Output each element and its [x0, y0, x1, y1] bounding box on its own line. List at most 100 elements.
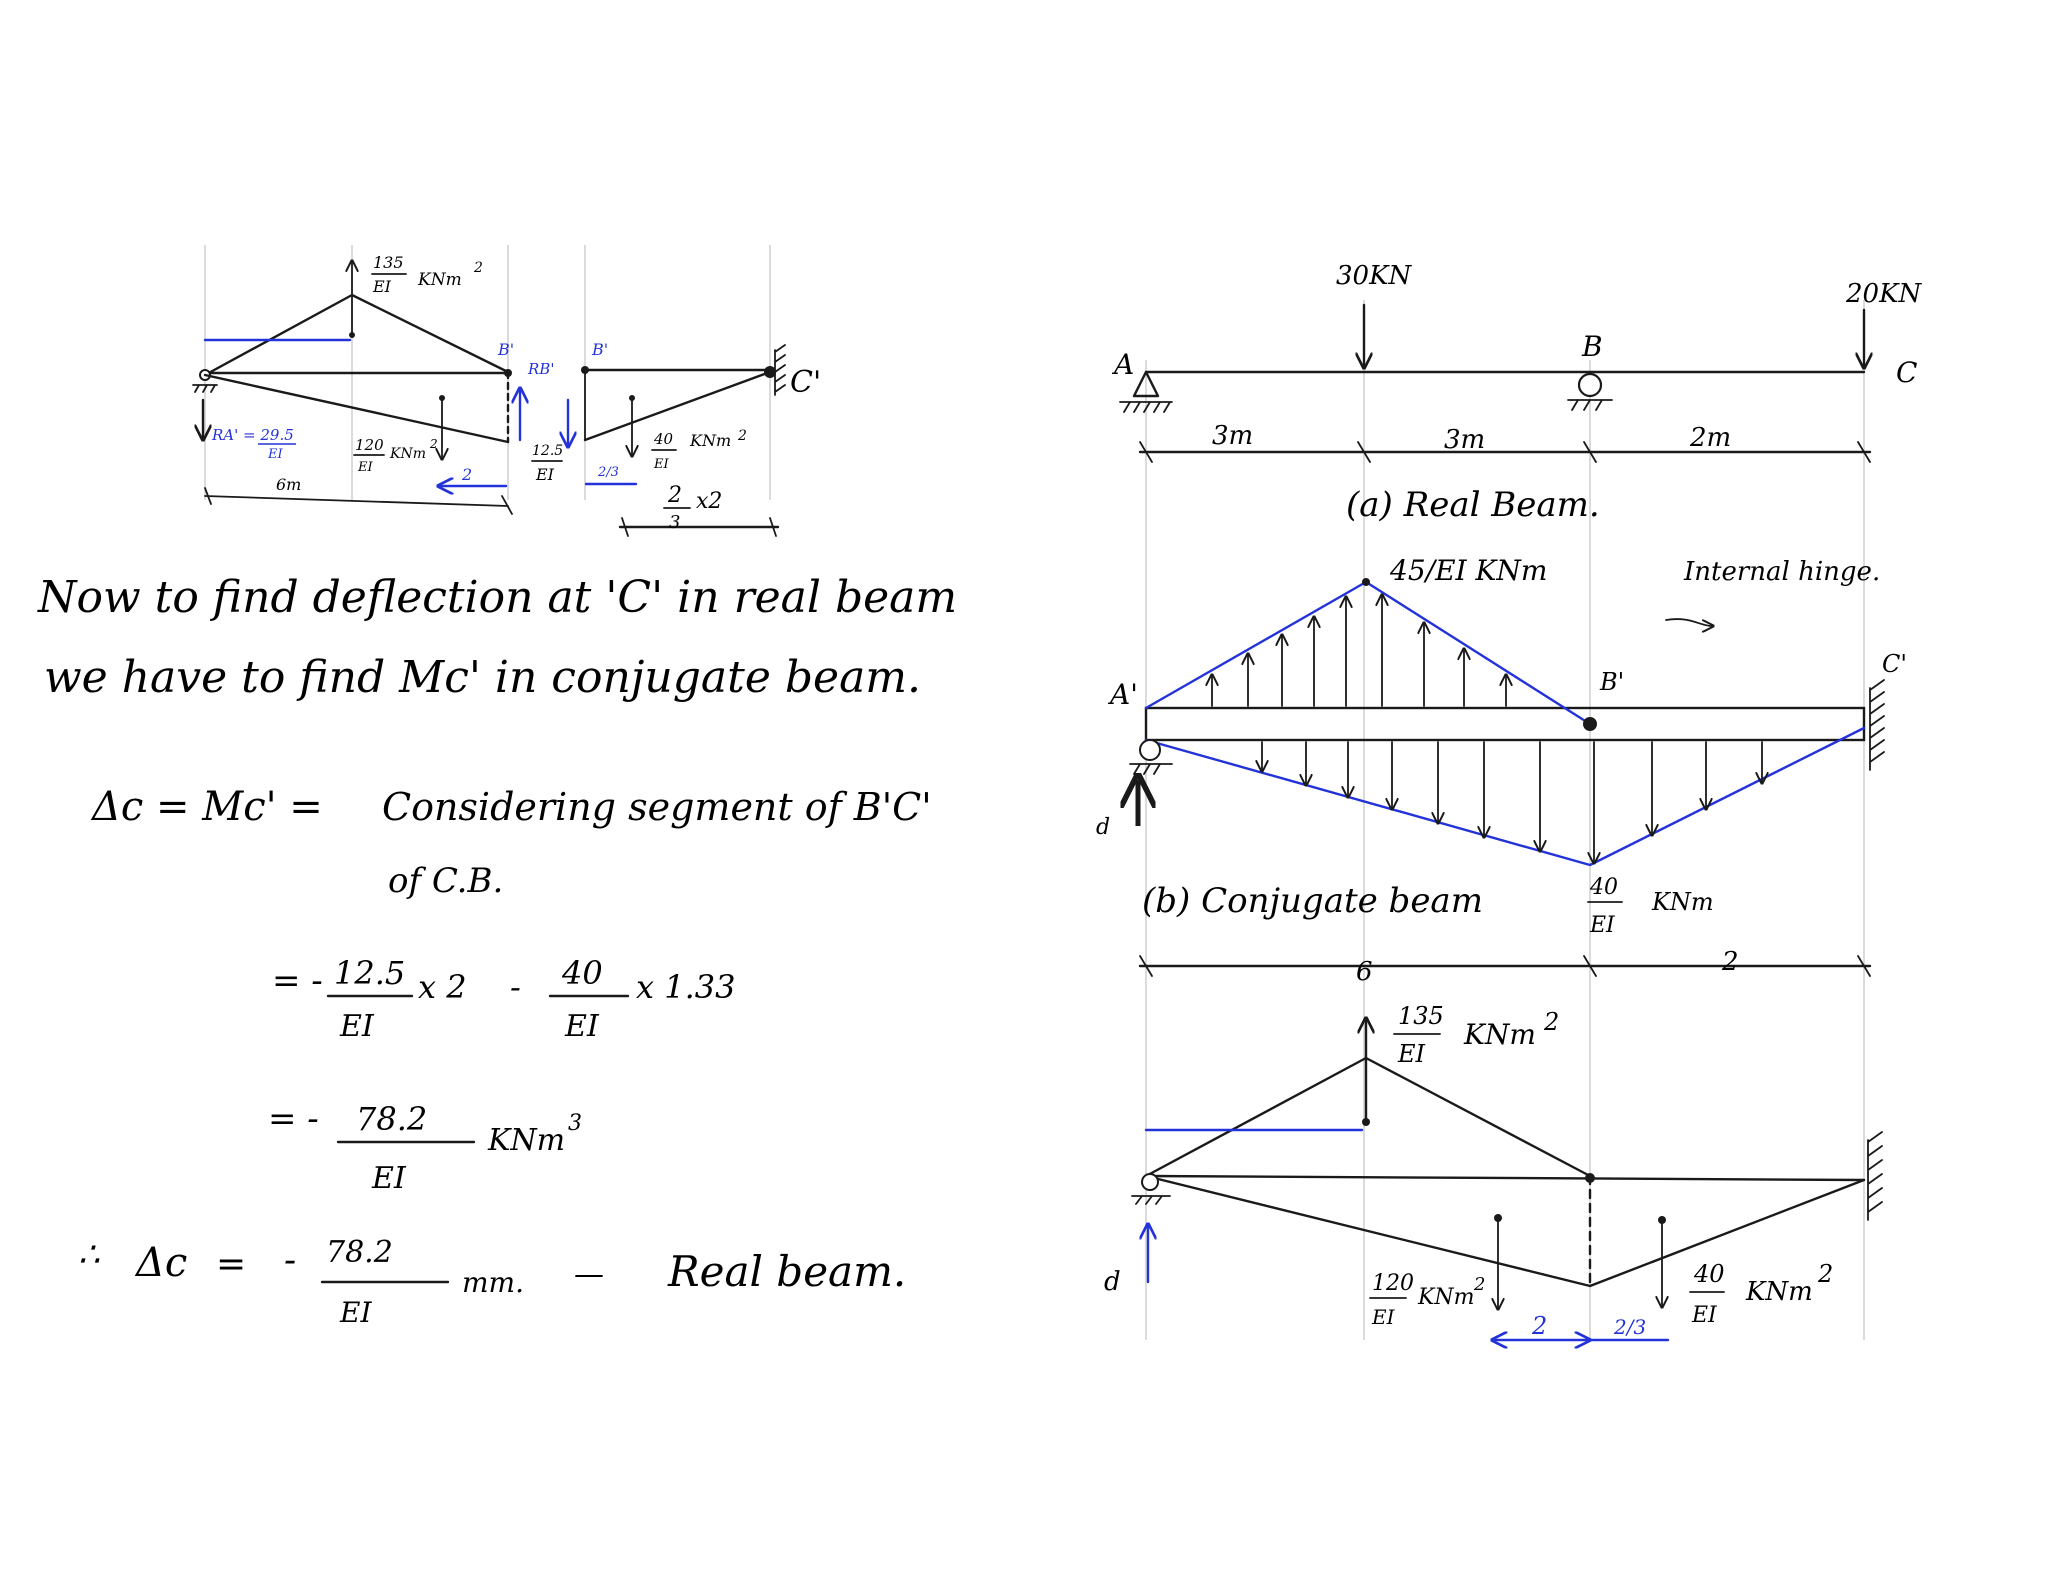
- conj-ground-a: [1129, 763, 1173, 775]
- notes-eq1-minus: -: [510, 968, 521, 1006]
- notes-eq2-den: EI: [371, 1161, 407, 1196]
- conj-label-a: A': [1107, 678, 1138, 711]
- small-dim-frac-num: 2: [667, 483, 682, 508]
- resultant-top-den: EI: [1397, 1040, 1426, 1068]
- resultant-top-exp: 2: [1543, 1008, 1559, 1036]
- resultant-top-num: 135: [1398, 1002, 1444, 1030]
- span-2: 3m: [1444, 425, 1485, 455]
- notes-eq1-den1: EI: [339, 1009, 375, 1044]
- notes-eq2-exp: 3: [568, 1111, 582, 1136]
- resultant-support-a: [1141, 1173, 1159, 1191]
- small-centroid-dot: [349, 332, 355, 338]
- hinge-note: Internal hinge.: [1683, 557, 1880, 587]
- real-beam-caption: (a) Real Beam.: [1346, 485, 1600, 525]
- conj-dim-2: 2: [1721, 947, 1739, 977]
- resultant-right-den: EI: [1691, 1303, 1718, 1328]
- small-load-right-exp: 2: [737, 428, 747, 444]
- notes-eq1-mult2: x 1.33: [636, 968, 735, 1006]
- low-load-den: EI: [1589, 913, 1616, 938]
- small-load-top-num: 135: [373, 253, 404, 272]
- small-load-top-unit: KNm: [417, 270, 462, 290]
- small-dim-times: x2: [696, 489, 722, 514]
- resultant-left-exp: 2: [1473, 1274, 1485, 1295]
- load-label-30kn: 30KN: [1336, 261, 1413, 291]
- notes-eq2-prefix: = -: [268, 1099, 319, 1139]
- conj-label-b: B': [1599, 668, 1624, 696]
- hinge-pointer: [1665, 618, 1712, 626]
- real-beam: 30KN 20KN A B C 3m 3m 2m (a) Real Beam.: [1111, 261, 1923, 525]
- negative-load-arrows: [1262, 741, 1762, 862]
- notes-final-lhs: Δc: [134, 1240, 187, 1286]
- roller-support-b: [1577, 372, 1603, 398]
- small-dim-2: 2: [461, 465, 472, 484]
- internal-hinge-dot: [1583, 717, 1597, 731]
- notes-final-dash: —: [574, 1257, 604, 1292]
- small-fixed-c: [764, 366, 776, 378]
- small-load-left-unit: KNm: [389, 446, 426, 462]
- positive-load-arrows: [1212, 596, 1506, 707]
- real-label-b: B: [1581, 330, 1603, 363]
- ground-b: [1567, 399, 1613, 411]
- span-3: 2m: [1689, 423, 1731, 453]
- small-right-negative-line: [583, 370, 772, 442]
- notes-final-minus: -: [284, 1240, 296, 1281]
- resultant-load-sketch: d 135 EI KNm 2 120 EI KNm 2 40 EI KNm 2 …: [1104, 1002, 1883, 1340]
- small-dim-23: 2/3: [597, 465, 619, 480]
- conj-label-c: C': [1882, 650, 1907, 678]
- small-load-left-den: EI: [357, 460, 373, 475]
- low-load-num: 40: [1589, 875, 1618, 900]
- resultant-beam-line: [1144, 1174, 1866, 1182]
- small-load-b-num: 12.5: [532, 443, 563, 459]
- notes-eq2-unit: KNm: [487, 1123, 565, 1158]
- small-wall-c: [774, 344, 786, 396]
- small-label-b2: B': [591, 340, 608, 359]
- small-positive-triangle: [203, 293, 510, 377]
- notes-final-den: EI: [339, 1296, 372, 1329]
- small-load-left-exp: 2: [429, 437, 438, 451]
- notes-line-1: Now to find deflection at 'C' in real be…: [37, 572, 957, 623]
- real-label-c: C: [1896, 356, 1917, 389]
- small-label-c: C': [790, 365, 821, 400]
- notes-eq-text2: of C.B.: [388, 861, 503, 901]
- notes-final-num: 78.2: [326, 1235, 393, 1270]
- conjugate-beam-caption: (b) Conjugate beam: [1142, 881, 1483, 921]
- notes-eq1-num2: 40: [561, 954, 603, 992]
- small-load-right-num: 40: [653, 430, 674, 448]
- real-label-a: A: [1111, 348, 1134, 381]
- resultant-label-d: d: [1104, 1267, 1121, 1297]
- conjugate-beam-body: [1144, 706, 1866, 742]
- notes-eq2-num: 78.2: [356, 1100, 427, 1138]
- notes-eq-text: Considering segment of B'C': [382, 785, 932, 829]
- small-load-b-den: EI: [535, 465, 555, 484]
- span-1: 3m: [1212, 421, 1253, 451]
- load-label-20kn: 20KN: [1845, 279, 1923, 309]
- handwritten-notes: Now to find deflection at 'C' in real be…: [37, 572, 957, 1329]
- ground-a: [1119, 401, 1173, 413]
- conj-support-a: [1139, 739, 1161, 761]
- conj-dim-6: 6: [1356, 957, 1373, 987]
- notes-eq1-prefix: = -: [272, 961, 323, 1001]
- pin-support-a: [1132, 370, 1160, 398]
- resultant-dim-23: 2/3: [1613, 1315, 1646, 1339]
- small-load-right-unit: KNm: [689, 431, 731, 450]
- small-dim-6m-line: [204, 495, 509, 507]
- conj-label-d: d: [1096, 815, 1110, 840]
- notes-final-eq: =: [216, 1244, 246, 1285]
- resultant-right-exp: 2: [1817, 1260, 1833, 1288]
- small-load-right-den: EI: [653, 457, 669, 472]
- small-negative-line: [203, 373, 510, 444]
- small-ground-a: [192, 384, 218, 393]
- small-load-left-num: 120: [355, 436, 384, 454]
- small-reaction-b-label: RB': [527, 360, 554, 378]
- resultant-left-num: 120: [1372, 1271, 1414, 1296]
- small-dim-6m: 6m: [276, 475, 301, 494]
- resultant-negative-triangle: [1144, 1174, 1866, 1288]
- small-load-top-den: EI: [372, 277, 392, 296]
- notes-line-2: we have to find Mc' in conjugate beam.: [44, 652, 921, 703]
- small-reaction-a-den: EI: [267, 447, 283, 462]
- resultant-right-unit: KNm: [1745, 1277, 1813, 1307]
- negative-load-diagram: [1144, 726, 1866, 867]
- small-label-b: B': [497, 340, 514, 359]
- small-load-top-exp: 2: [473, 260, 483, 276]
